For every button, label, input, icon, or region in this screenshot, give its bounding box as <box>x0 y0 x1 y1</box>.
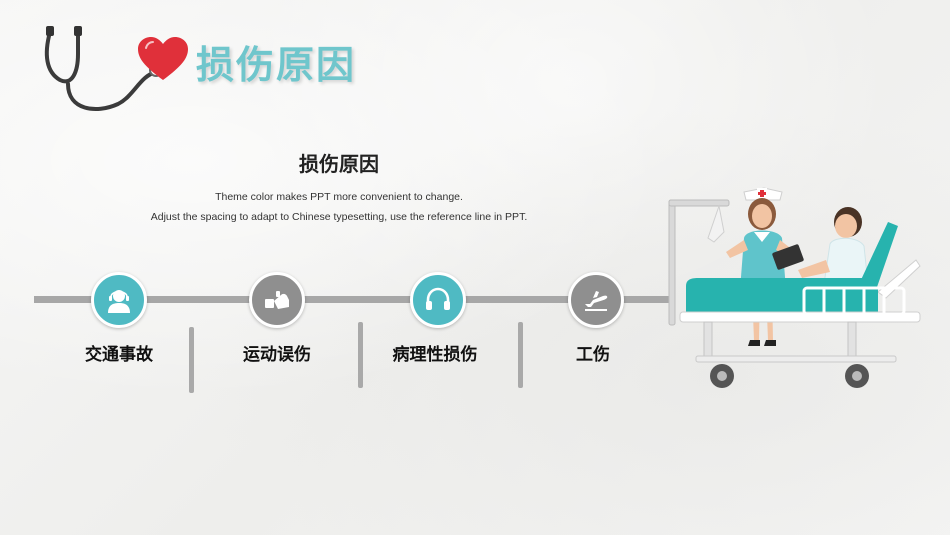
hospital-bed-nurse-patient-illustration <box>668 187 921 388</box>
timeline-node-4 <box>568 272 624 328</box>
timeline-line <box>34 296 674 303</box>
timeline-node-1 <box>91 272 147 328</box>
description-line-1: Theme color makes PPT more convenient to… <box>215 191 463 203</box>
customer-service-person-icon <box>108 290 130 313</box>
headphones-icon <box>426 287 450 310</box>
airplane-takeoff-icon <box>585 291 608 311</box>
description-line-2: Adjust the spacing to adapt to Chinese t… <box>150 211 528 223</box>
timeline-divider-2 <box>358 322 363 388</box>
timeline-node-3 <box>410 272 466 328</box>
section-title: 损伤原因 <box>299 152 379 176</box>
heart-icon <box>138 37 188 80</box>
timeline-label-1: 交通事故 <box>85 345 153 365</box>
header-title: 损伤原因 <box>196 43 357 87</box>
timeline-label-4: 工伤 <box>576 345 610 365</box>
timeline-divider-1 <box>189 327 194 393</box>
timeline-label-2: 运动误伤 <box>243 345 311 365</box>
timeline-node-2 <box>249 272 305 328</box>
timeline-label-3: 病理性损伤 <box>392 345 478 365</box>
timeline-divider-3 <box>518 322 523 388</box>
handshake-icon <box>265 291 289 309</box>
